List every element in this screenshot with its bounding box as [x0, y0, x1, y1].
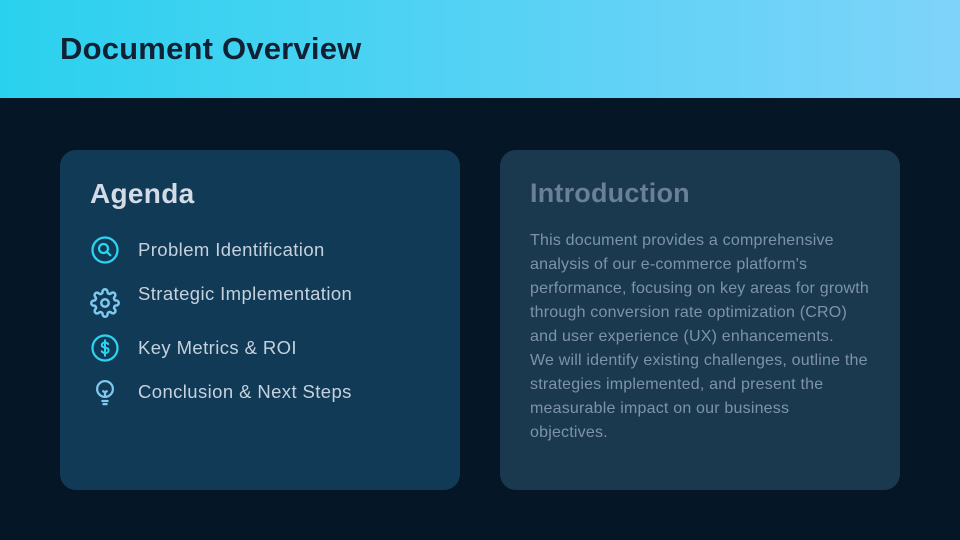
agenda-item-key-metrics: Key Metrics & ROI	[90, 332, 430, 364]
page-title: Document Overview	[60, 31, 362, 66]
gear-icon	[90, 279, 120, 318]
agenda-item-label: Conclusion & Next Steps	[138, 381, 352, 402]
agenda-item-label: Key Metrics & ROI	[138, 337, 297, 358]
introduction-card: Introduction This document provides a co…	[500, 150, 900, 490]
dollar-circle-icon	[90, 333, 120, 363]
agenda-item-label: Problem Identification	[138, 239, 325, 260]
agenda-card-title: Agenda	[90, 178, 195, 209]
agenda-item-conclusion: Conclusion & Next Steps	[90, 376, 430, 408]
introduction-card-title: Introduction	[530, 178, 690, 208]
introduction-paragraph-1: This document provides a comprehensive a…	[530, 232, 869, 345]
agenda-item-problem-identification: Problem Identification	[90, 234, 430, 266]
introduction-paragraph-2: We will identify existing challenges, ou…	[530, 352, 868, 441]
slide-header: Document Overview	[0, 0, 960, 98]
agenda-card: Agenda Problem Identification Strategic …	[60, 150, 460, 490]
agenda-item-label: Strategic Implementation	[138, 283, 353, 304]
lightbulb-icon	[90, 377, 120, 407]
agenda-item-strategic-implementation: Strategic Implementation	[90, 278, 430, 318]
search-circle-icon	[90, 235, 120, 265]
